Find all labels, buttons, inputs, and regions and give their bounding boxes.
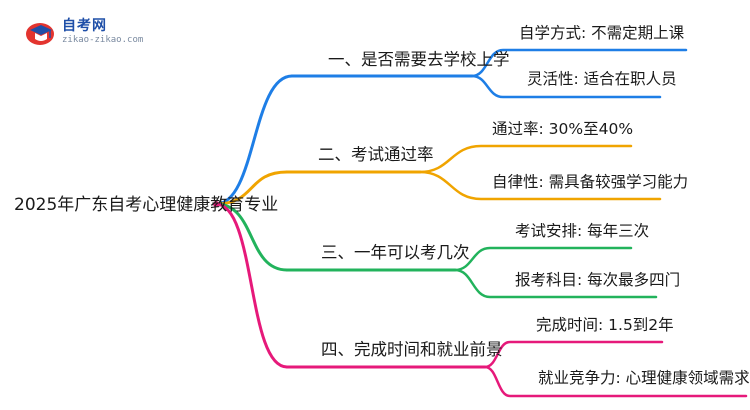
leaf-connector: [453, 246, 633, 272]
branch-label: 一、是否需要去学校上学: [328, 50, 510, 69]
branch-label: 四、完成时间和就业前景: [321, 340, 503, 359]
leaf-connector: [470, 48, 688, 78]
leaf-connector: [483, 365, 748, 398]
branch-label: 二、考试通过率: [318, 145, 434, 164]
branch-connector: [214, 202, 289, 369]
leaf-label: 报考科目: 每次最多四门: [515, 271, 681, 289]
leaf-connector: [470, 74, 662, 99]
leaf-label: 灵活性: 适合在职人员: [527, 70, 677, 88]
leaf-label: 考试安排: 每年三次: [515, 222, 650, 240]
leaf-label: 自学方式: 不需定期上课: [519, 24, 685, 42]
branch-label: 三、一年可以考几次: [321, 243, 470, 262]
leaf-connector: [453, 268, 658, 299]
graduation-cap-icon: [26, 23, 54, 45]
site-logo[interactable]: 自考网 zikao-zikao.com: [22, 14, 172, 52]
root-node-dot: [213, 201, 219, 207]
branch-connector: [214, 170, 289, 206]
root-topic: 2025年广东自考心理健康教育专业: [14, 195, 279, 215]
logo-name: 自考网: [62, 18, 107, 34]
logo-url: zikao-zikao.com: [62, 35, 144, 45]
leaf-connector: [483, 340, 664, 369]
leaf-label: 就业竞争力: 心理健康领域需求增加: [538, 369, 750, 387]
leaf-connector: [418, 170, 662, 201]
leaf-label: 通过率: 30%至40%: [492, 120, 634, 138]
leaf-label: 完成时间: 1.5到2年: [536, 316, 674, 334]
branch-connector: [214, 74, 294, 206]
leaf-connector: [418, 144, 633, 174]
leaf-label: 自律性: 需具备较强学习能力: [492, 173, 689, 191]
branch-connector: [214, 202, 289, 272]
